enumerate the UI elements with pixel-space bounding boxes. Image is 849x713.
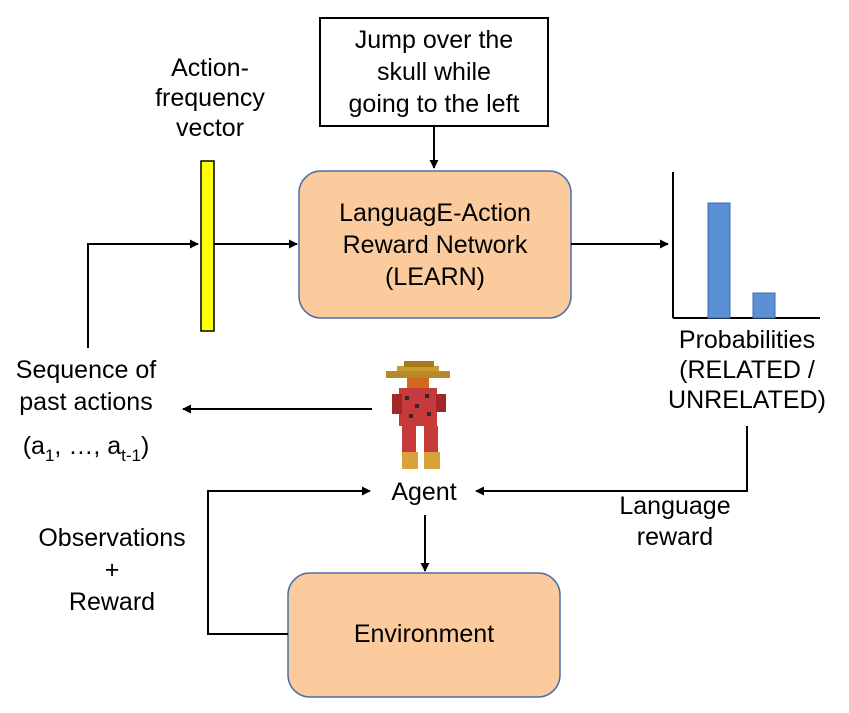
language-reward-line-1: Language (619, 492, 730, 520)
bar-related (707, 202, 731, 319)
learn-box: LanguagE-Action Reward Network (LEARN) (298, 170, 572, 319)
environment-to-agent-arrow (207, 486, 371, 635)
probabilities-label: Probabilities (RELATED / UNRELATED) (668, 326, 826, 414)
past-actions-line-2: past actions (19, 388, 152, 416)
environment-box: Environment (287, 572, 561, 698)
vector-label-line-2: frequency (155, 84, 265, 112)
action-frequency-vector (200, 160, 215, 332)
instruction-line-2: skull while (377, 58, 491, 86)
past-actions-label: Sequence of past actions (a1, …, at-1) (16, 356, 156, 465)
vector-label-line-1: Action- (171, 54, 249, 82)
sequence-to-vector-arrow (87, 239, 199, 348)
probabilities-line-1: Probabilities (679, 326, 815, 354)
observations-line-2: + (105, 556, 120, 584)
learn-line-3: (LEARN) (385, 263, 485, 291)
language-reward-line-2: reward (637, 523, 713, 551)
instruction-line-3: going to the left (349, 90, 520, 118)
past-actions-line-1: Sequence of (16, 356, 156, 384)
learn-line-1: LanguagE-Action (339, 199, 531, 227)
learn-line-2: Reward Network (343, 231, 528, 259)
observations-label: Observations + Reward (38, 524, 185, 616)
vector-label-line-3: vector (176, 114, 244, 142)
language-reward-arrow (475, 426, 748, 496)
instruction-line-1: Jump over the (355, 26, 513, 54)
bar-unrelated (752, 292, 776, 319)
agent-sprite (386, 361, 450, 469)
observations-line-1: Observations (38, 524, 185, 552)
agent-label: Agent (391, 478, 456, 506)
probability-chart (672, 172, 820, 319)
vector-label: Action- frequency vector (155, 54, 265, 142)
language-reward-label: Language reward (619, 492, 730, 551)
past-actions-tuple: (a1, …, at-1) (23, 432, 150, 465)
probabilities-line-3: UNRELATED) (668, 386, 826, 414)
instruction-box: Jump over the skull while going to the l… (319, 17, 549, 127)
environment-label: Environment (354, 620, 494, 648)
observations-line-3: Reward (69, 588, 155, 616)
probabilities-line-2: (RELATED / (679, 356, 815, 384)
